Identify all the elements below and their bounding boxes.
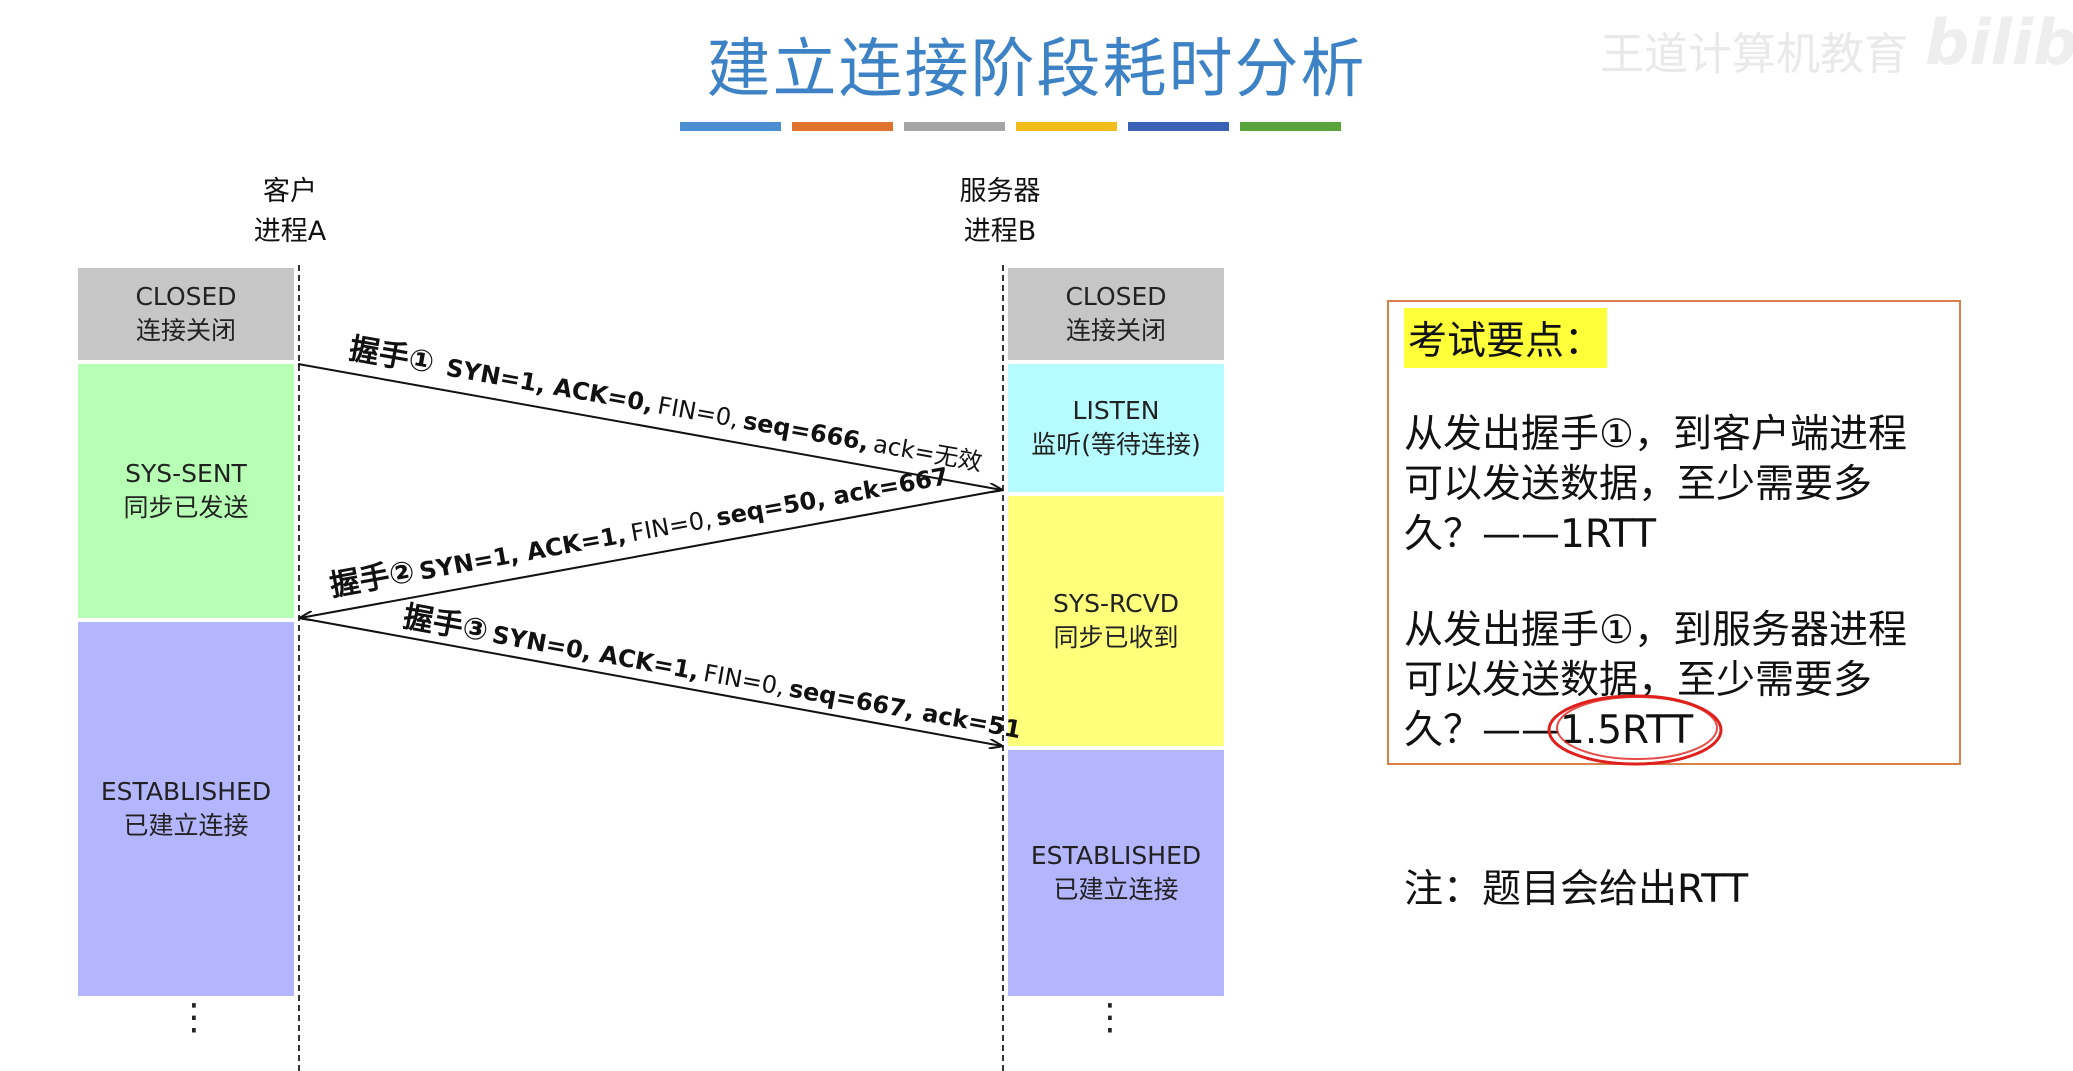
state-name: SYS-RCVD — [1053, 589, 1179, 618]
server-state-closed: CLOSED 连接关闭 — [1008, 268, 1224, 360]
exam-points-box — [1387, 300, 1961, 765]
color-bar — [792, 122, 893, 131]
state-desc: 已建立连接 — [1053, 875, 1179, 904]
state-name: ESTABLISHED — [100, 777, 272, 806]
handshake-1-arrow — [297, 363, 1002, 490]
server-label-line1: 服务器 — [959, 176, 1041, 207]
answer-highlight-circle — [1547, 694, 1723, 766]
color-bar — [680, 122, 781, 131]
exam-q2-line: 从发出握手①，到服务器进程 — [1404, 608, 1907, 653]
handshake-1-label: 握手① SYN=1, ACK=0, FIN=0, seq=666, ack=无效 — [347, 331, 986, 478]
state-name: LISTEN — [1072, 396, 1160, 425]
client-timeline — [298, 265, 300, 1071]
state-name: CLOSED — [135, 282, 237, 311]
exam-question-1: 从发出握手①，到客户端进程 可以发送数据，至少需要多 久？——1RTT — [1404, 410, 1949, 560]
state-desc: 已建立连接 — [123, 811, 249, 840]
state-desc: 同步已发送 — [123, 493, 249, 522]
handshake-2-arrow — [300, 489, 1003, 618]
color-bar — [1016, 122, 1117, 131]
state-desc: 连接关闭 — [135, 316, 236, 345]
page-title: 建立连接阶段耗时分析 — [706, 33, 1367, 107]
color-bar — [904, 122, 1005, 131]
bilibili-logo: bilibili — [1925, 6, 2073, 79]
server-state-sys-rcvd: SYS-RCVD 同步已收到 — [1008, 496, 1224, 746]
server-label: 服务器 进程B — [940, 172, 1060, 252]
exam-q2-answer: 1.5RTT — [1560, 708, 1694, 753]
watermark-text: 王道计算机教育 — [1600, 29, 1908, 80]
state-name: CLOSED — [1065, 282, 1167, 311]
client-label-line2: 进程A — [253, 216, 327, 247]
exam-q1-line: 久？——1RTT — [1404, 512, 1657, 557]
exam-note: 注：题目会给出RTT — [1404, 867, 1749, 912]
server-state-established: ESTABLISHED 已建立连接 — [1008, 750, 1224, 996]
server-label-line2: 进程B — [963, 216, 1037, 247]
exam-q1-line: 可以发送数据，至少需要多 — [1404, 462, 1873, 507]
handshake-3-label: 握手③ SYN=0, ACK=1, FIN=0, seq=667, ack=51 — [401, 599, 1025, 746]
handshake-3-arrow — [299, 617, 1002, 746]
handshake-2-label: 握手② SYN=1, ACK=1, FIN=0, seq=50, ack=667 — [327, 457, 951, 604]
state-desc: 连接关闭 — [1065, 316, 1166, 345]
exam-q1-line: 从发出握手①，到客户端进程 — [1404, 412, 1907, 457]
exam-q2-line: 久？——1.5RTT — [1404, 708, 1694, 753]
client-state-sys-sent: SYS-SENT 同步已发送 — [78, 364, 294, 618]
state-desc: 监听(等待连接) — [1031, 430, 1201, 459]
client-state-closed: CLOSED 连接关闭 — [78, 268, 294, 360]
state-desc: 同步已收到 — [1053, 623, 1179, 652]
server-timeline — [1002, 265, 1004, 1071]
color-bar — [1240, 122, 1341, 131]
server-state-listen: LISTEN 监听(等待连接) — [1008, 364, 1224, 492]
state-name: ESTABLISHED — [1030, 841, 1202, 870]
color-bar — [1128, 122, 1229, 131]
client-label-line1: 客户 — [263, 176, 317, 207]
exam-points-header: 考试要点： — [1404, 308, 1608, 368]
client-state-established: ESTABLISHED 已建立连接 — [78, 622, 294, 996]
state-name: SYS-SENT — [125, 459, 247, 488]
client-label: 客户 进程A — [230, 172, 350, 252]
